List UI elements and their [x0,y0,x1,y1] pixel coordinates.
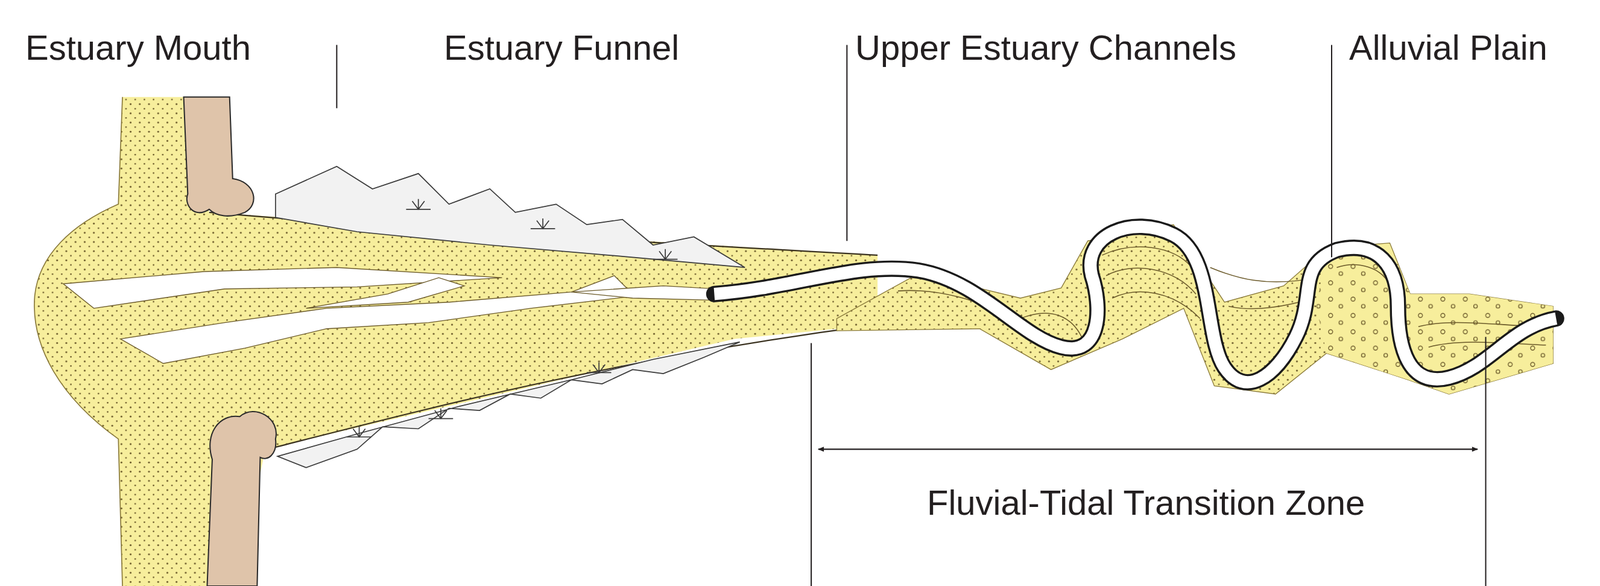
span-label: Fluvial-Tidal Transition Zone [926,482,1365,523]
meander-channel [714,226,1556,383]
salt-marsh [277,341,740,468]
accretion-lines [898,246,1546,347]
funnel-edge [267,324,878,449]
span-arrow [818,448,1478,450]
zone-label: Estuary Mouth [25,27,251,69]
zone-label: Alluvial Plain [1349,27,1548,69]
meander-channel-outline [714,226,1556,383]
headland [206,411,276,586]
zone-label: Upper Estuary Channels [855,27,1237,69]
salt-marsh [275,166,745,268]
coast-outline [34,97,123,586]
tidal-channels [63,267,735,364]
zone-dividers [336,44,1486,586]
headland [183,97,254,216]
zone-label: Estuary Funnel [443,27,680,69]
sand-body [34,97,878,586]
